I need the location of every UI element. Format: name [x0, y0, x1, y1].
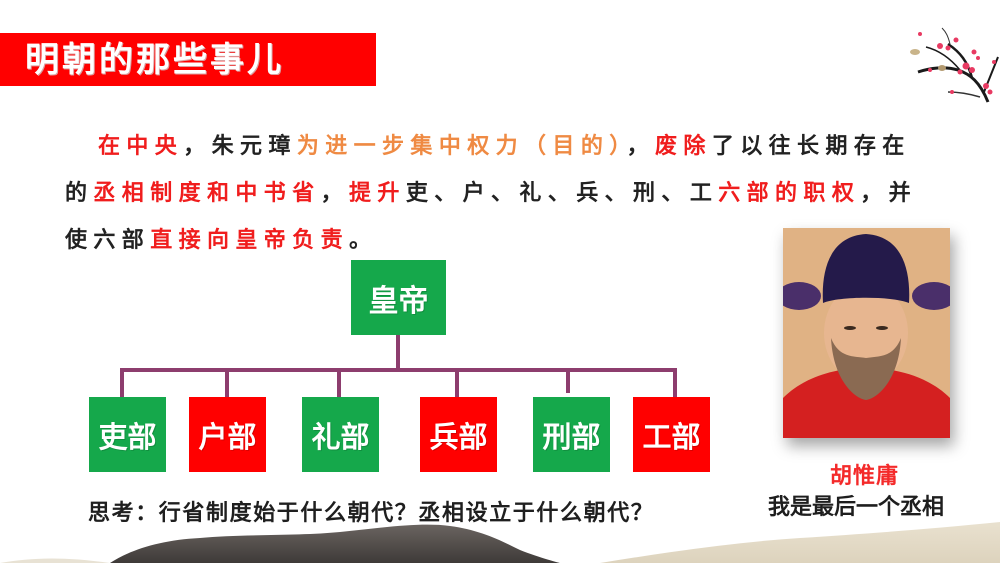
connector-hu-bu	[225, 368, 229, 397]
text-segment: ，	[626, 134, 656, 159]
dept-box-li-bu-rites: 礼部	[302, 397, 379, 472]
text-segment: 吏、户、礼、兵、刑、工	[405, 181, 719, 206]
text-segment: 了以往长期存在的	[65, 134, 911, 206]
text-segment: ，并使六部	[65, 181, 918, 253]
dept-box-xing-bu: 刑部	[533, 397, 610, 472]
connector-xing-bu	[566, 368, 570, 393]
text-segment: 。	[349, 228, 378, 253]
connector-li-bu-rites	[337, 368, 341, 397]
text-segment: 六部的职权	[718, 181, 861, 206]
text-segment: 提升	[349, 181, 406, 206]
text-segment: 为进一步集中权力（目的）	[296, 134, 627, 159]
intro-paragraph: 在中央，朱元璋为进一步集中权力（目的），废除了以往长期存在的丞相制度和中书省，提…	[65, 123, 935, 264]
dept-box-hu-bu: 户部	[189, 397, 266, 472]
discussion-question: 思考：行省制度始于什么朝代？丞相设立于什么朝代？	[88, 501, 655, 526]
text-segment: 直接向皇帝负责	[150, 228, 350, 253]
portrait-image	[783, 228, 950, 438]
connector-li-bu	[120, 368, 124, 397]
emperor-box: 皇帝	[351, 260, 446, 335]
dept-box-li-bu: 吏部	[89, 397, 166, 472]
portrait-figure-icon	[783, 228, 950, 438]
page-title: 明朝的那些事儿	[25, 40, 284, 80]
dept-box-gong-bu: 工部	[633, 397, 710, 472]
text-segment: 丞相制度和中书省	[93, 181, 321, 206]
text-segment: ，	[320, 181, 350, 206]
dept-box-bing-bu: 兵部	[420, 397, 497, 472]
portrait-name: 胡惟庸	[830, 464, 900, 489]
portrait-quote: 我是最后一个丞相	[768, 495, 945, 520]
title-bar	[0, 33, 376, 86]
connector-gong-bu	[673, 368, 677, 397]
ink-mountains-icon	[0, 522, 1000, 563]
connector-vertical-root	[396, 335, 400, 370]
text-segment: 在中央	[98, 134, 184, 159]
text-segment: 废除	[655, 134, 712, 159]
connector-horizontal	[120, 368, 677, 372]
text-segment: ，朱元璋	[183, 134, 297, 159]
connector-bing-bu	[455, 368, 459, 397]
plum-blossom-icon	[910, 27, 999, 103]
